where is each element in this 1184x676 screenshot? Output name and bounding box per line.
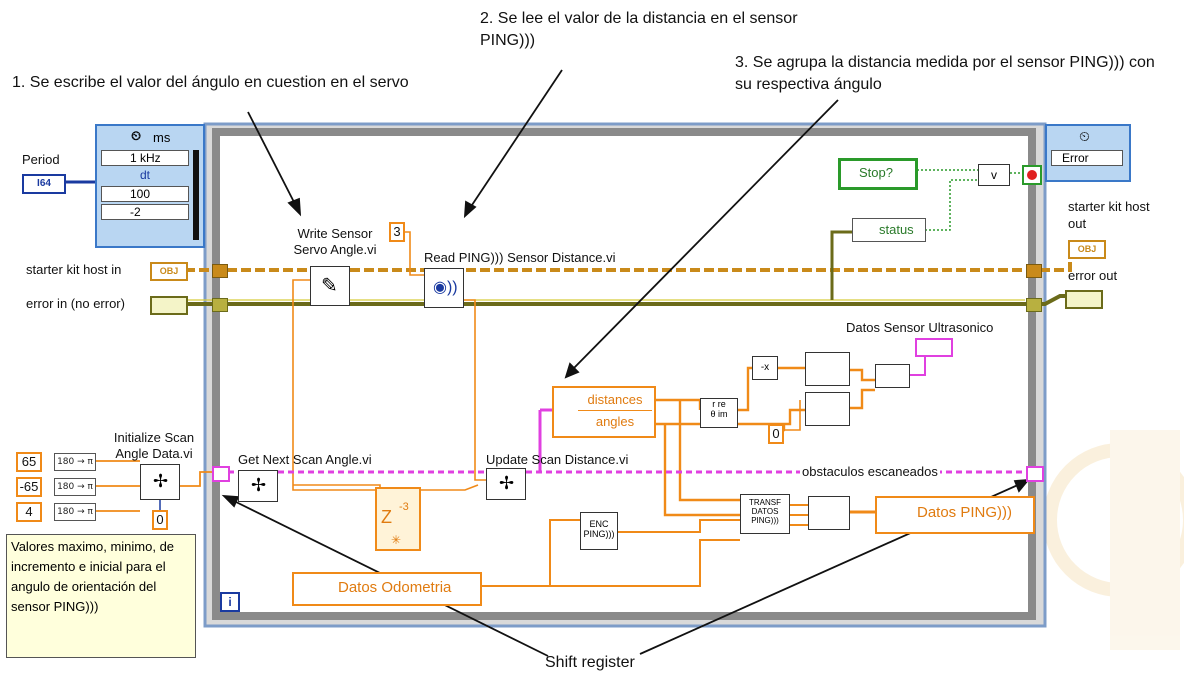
datos-ping-variable[interactable]: Datos PING))): [875, 496, 1035, 534]
get-next-subvi[interactable]: ✢: [238, 470, 278, 502]
shift-register-left[interactable]: [212, 466, 230, 482]
datos-odometria-variable[interactable]: Datos Odometria: [292, 572, 482, 606]
read-ping-subvi[interactable]: ◉)): [424, 268, 464, 308]
error-output-row[interactable]: Error: [1051, 150, 1123, 166]
timed-loop-input-node[interactable]: ⏲ ms 1 kHz dt 100 -2: [95, 124, 205, 248]
stop-variable-label: Stop?: [859, 165, 893, 180]
status-unbundle[interactable]: status: [852, 218, 926, 242]
error-out-label: error out: [1068, 268, 1118, 283]
background-decor: [1043, 430, 1184, 650]
bundle-xy[interactable]: [875, 364, 910, 388]
distances-field[interactable]: distances: [578, 390, 652, 411]
timed-loop-unit: ms: [153, 130, 171, 145]
annotation-shift-register: Shift register: [545, 654, 635, 671]
comment-box: Valores maximo, minimo, de incremento e …: [6, 534, 196, 658]
processor-row[interactable]: -2: [101, 204, 189, 220]
starter-kit-in-terminal[interactable]: OBJ: [150, 262, 188, 281]
update-scan-label: Update Scan Distance.vi: [486, 452, 629, 467]
priority-row[interactable]: 100: [101, 186, 189, 202]
stop-variable[interactable]: Stop?: [838, 158, 918, 190]
negate-icon[interactable]: -x: [752, 356, 778, 380]
period-row[interactable]: 1 kHz: [101, 150, 189, 166]
error-tunnel-in[interactable]: [212, 298, 228, 312]
feedback-node[interactable]: Z -3 ✳: [375, 487, 421, 551]
ping-sensor-icon: ◉)): [433, 279, 458, 296]
loop-index-terminal[interactable]: i: [220, 592, 240, 612]
scan-icon: ✢: [499, 473, 515, 493]
stop-icon: [1027, 170, 1037, 180]
annotation-step3: 3. Se agrupa la distancia medida por el …: [735, 54, 1155, 93]
datos-ping-label: Datos PING))): [917, 504, 1013, 521]
update-scan-subvi[interactable]: ✢: [486, 468, 526, 500]
node-scrollbar[interactable]: [193, 150, 199, 240]
obstaculos-label: obstaculos escaneados: [800, 464, 940, 479]
enc-ping-subvi[interactable]: ENC PING))): [580, 512, 618, 550]
period-terminal[interactable]: I64: [22, 174, 66, 194]
clock-icon: ⏲: [1079, 128, 1090, 144]
init-index-constant[interactable]: 0: [152, 510, 168, 530]
annotation-step1: 1. Se escribe el valor del ángulo en cue…: [12, 74, 409, 91]
init-scan-label: Initialize Scan Angle Data.vi: [113, 430, 195, 461]
increment-constant[interactable]: 4: [16, 502, 42, 522]
servo-pencil-icon: ✎: [321, 275, 338, 297]
transf-subvi[interactable]: TRANSF DATOS PING))): [740, 494, 790, 534]
starter-kit-in-label: starter kit host in: [26, 262, 122, 277]
timed-loop-output-node[interactable]: ⏲ Error: [1045, 124, 1131, 182]
dt-row[interactable]: dt: [139, 168, 150, 182]
starter-kit-out-terminal[interactable]: OBJ: [1068, 240, 1106, 259]
min-angle-constant[interactable]: -65: [16, 477, 42, 497]
init-scan-subvi[interactable]: ✢: [140, 464, 180, 500]
array-index-constant[interactable]: 0: [768, 424, 784, 444]
bundle-by-name[interactable]: distances angles: [552, 386, 656, 438]
deg-to-rad-3[interactable]: 180 → π: [54, 503, 96, 521]
error-tunnel-out[interactable]: [1026, 298, 1042, 312]
annotation-step2: 2. Se lee el valor de la distancia en el…: [480, 10, 798, 49]
build-array-3[interactable]: [808, 496, 850, 530]
deg-to-rad-2[interactable]: 180 → π: [54, 478, 96, 496]
stop-terminal[interactable]: [1022, 165, 1042, 185]
write-servo-label: Write Sensor Servo Angle.vi: [293, 226, 377, 257]
period-label: Period: [22, 152, 60, 167]
error-in-label: error in (no error): [26, 296, 125, 311]
or-gate-icon[interactable]: v: [978, 164, 1010, 186]
status-label: status: [879, 222, 914, 237]
build-array-2[interactable]: [805, 392, 850, 426]
scan-icon: ✢: [153, 471, 169, 491]
datos-sensor-label: Datos Sensor Ultrasonico: [846, 320, 994, 335]
starter-kit-out-label: starter kit host out: [1068, 199, 1150, 231]
write-servo-subvi[interactable]: ✎: [310, 266, 350, 306]
feedback-delay: -3: [399, 501, 409, 513]
z-icon: Z: [381, 507, 392, 527]
clock-icon: ⏲: [131, 128, 142, 143]
get-next-label: Get Next Scan Angle.vi: [238, 452, 372, 467]
error-in-terminal[interactable]: [150, 296, 188, 315]
datos-odometria-label: Datos Odometria: [338, 579, 452, 596]
error-out-terminal[interactable]: [1065, 290, 1103, 309]
ping-channel-constant[interactable]: 3: [389, 222, 405, 242]
max-angle-constant[interactable]: 65: [16, 452, 42, 472]
init-star-icon: ✳: [391, 533, 402, 547]
shift-register-right[interactable]: [1026, 466, 1044, 482]
error-wire: [185, 294, 1065, 306]
starter-kit-tunnel-in[interactable]: [212, 264, 228, 278]
build-array-1[interactable]: [805, 352, 850, 386]
starter-kit-tunnel-out[interactable]: [1026, 264, 1042, 278]
read-ping-label: Read PING))) Sensor Distance.vi: [424, 250, 616, 265]
datos-sensor-indicator[interactable]: [915, 338, 953, 357]
scan-icon: ✢: [251, 475, 267, 495]
angles-field[interactable]: angles: [595, 414, 635, 429]
deg-to-rad-1[interactable]: 180 → π: [54, 453, 96, 471]
status-wire: [830, 230, 852, 300]
